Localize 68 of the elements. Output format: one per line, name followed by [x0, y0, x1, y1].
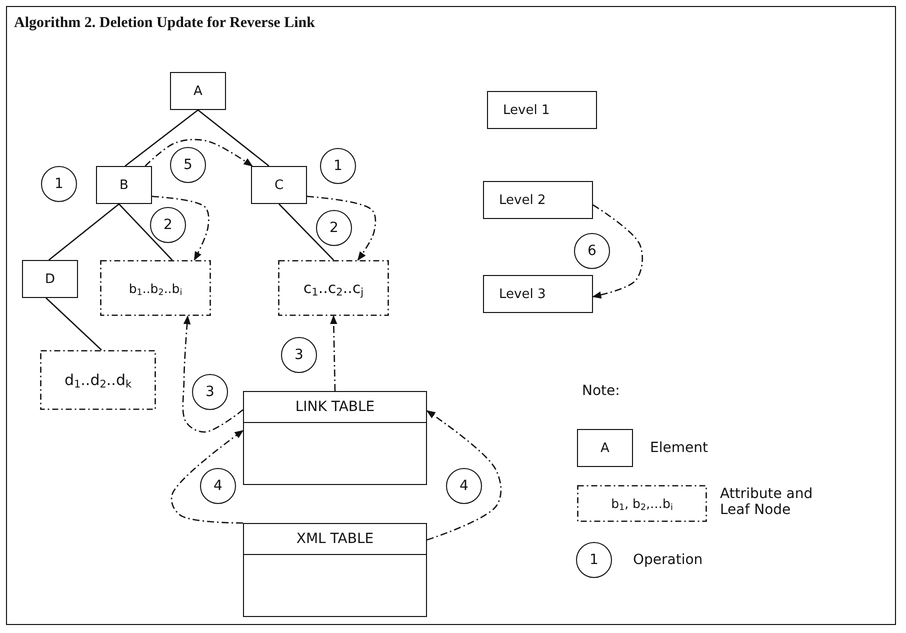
operation-circle [170, 147, 206, 183]
operation-circle [576, 542, 612, 578]
node-label: Level 2 [499, 192, 546, 208]
level-box [483, 181, 593, 219]
legend-text: Element [650, 440, 708, 456]
element-box [577, 429, 633, 467]
diagram-title: Algorithm 2. Deletion Update for Reverse Link [14, 15, 315, 32]
note-label: Note: [582, 383, 620, 399]
operation-circle [281, 337, 317, 373]
arrow [330, 315, 338, 392]
operation-number: 1 [590, 552, 598, 568]
operation-number: 2 [330, 220, 338, 236]
table-header: LINK TABLE [244, 392, 426, 423]
operation-circle [574, 233, 610, 269]
tree-line [118, 204, 173, 260]
element-box [251, 166, 307, 204]
tree-line [124, 109, 198, 167]
tree-line [198, 109, 270, 167]
operation-number: 5 [184, 157, 192, 173]
node-label: B [120, 178, 128, 192]
node-label: b$_{1}$..b$_{2}$..b$_{i}$ [128, 280, 182, 296]
operation-number: 1 [334, 158, 342, 174]
attribute-box [577, 485, 707, 522]
table-box [243, 391, 427, 485]
operation-circle [320, 148, 356, 184]
level-box [487, 91, 597, 129]
node-label: Level 1 [503, 102, 550, 118]
operation-number: 4 [214, 478, 222, 494]
table-header: XML TABLE [244, 524, 426, 555]
operation-number: 4 [460, 478, 468, 494]
element-box [22, 260, 78, 298]
operation-number: 2 [164, 217, 172, 233]
operation-circle [192, 374, 228, 410]
element-box [170, 72, 226, 110]
operation-number: 6 [588, 243, 596, 259]
arrow [182, 315, 244, 433]
node-label: d$_{1}$..d$_{2}$..d$_{k}$ [64, 371, 132, 389]
node-label: c$_{1}$..c$_{2}$..c$_{j}$ [303, 279, 364, 297]
operation-circle [316, 210, 352, 246]
legend-text: Attribute and Leaf Node [720, 486, 814, 518]
operation-circle [446, 468, 482, 504]
operation-circle [41, 166, 77, 202]
arrow [306, 196, 376, 261]
operation-number: 1 [54, 176, 64, 192]
element-box [96, 166, 152, 204]
tree-line [48, 204, 120, 260]
node-label: b$_{1}$, b$_{2}$,…b$_{i}$ [611, 496, 673, 511]
attribute-box [100, 260, 211, 316]
operation-circle [200, 468, 236, 504]
node-label: A [600, 440, 610, 456]
operation-number: 3 [206, 384, 214, 400]
node-label: D [44, 272, 55, 286]
attribute-box [40, 350, 156, 410]
attribute-box [278, 260, 389, 316]
node-label: A [194, 84, 202, 98]
level-box [483, 275, 593, 313]
arrow [144, 138, 253, 167]
node-label: Level 3 [499, 286, 546, 302]
table-box [243, 523, 427, 617]
legend-text: Operation [633, 552, 703, 568]
arrow [592, 204, 643, 299]
arrow [426, 410, 502, 541]
operation-number: 3 [294, 347, 304, 363]
arrow [170, 430, 244, 524]
operation-circle [150, 207, 186, 243]
arrow [152, 196, 210, 261]
node-label: C [274, 178, 284, 192]
tree-line [46, 298, 102, 350]
